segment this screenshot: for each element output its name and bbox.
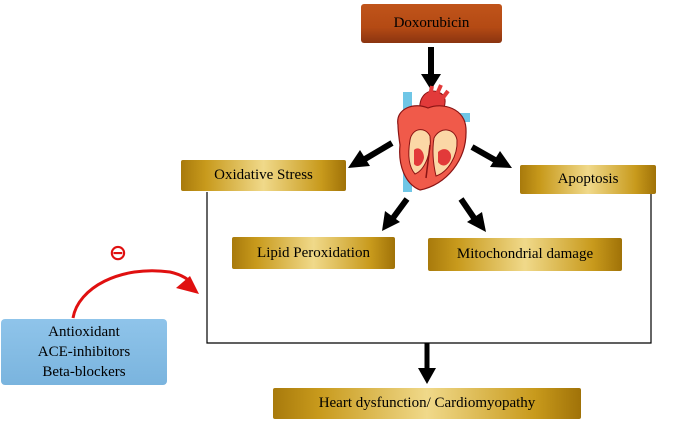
inhibition-arrow (71, 269, 199, 319)
node-lipid-peroxidation: Lipid Peroxidation (232, 237, 395, 269)
arrow-heart-to-oxidative-stress (348, 140, 394, 168)
node-heart-dysfunction: Heart dysfunction/ Cardiomyopathy (273, 388, 581, 419)
heart-icon (397, 84, 470, 192)
treatment-box: Antioxidant ACE-inhibitors Beta-blockers (1, 319, 167, 385)
inhibit-icon: ⊖ (107, 243, 129, 265)
node-oxidative-stress: Oxidative Stress (181, 160, 346, 191)
node-doxorubicin-label: Doxorubicin (393, 15, 470, 31)
node-heart-dysfunction-label: Heart dysfunction/ Cardiomyopathy (318, 395, 536, 411)
arrow-to-heart-dysfunction (418, 343, 436, 384)
arrow-heart-to-lipid-peroxidation (382, 197, 410, 231)
arrow-doxorubicin-to-heart (421, 47, 441, 90)
node-apoptosis-label: Apoptosis (557, 171, 619, 187)
treatment-item: Antioxidant (48, 324, 120, 340)
arrow-heart-to-mitochondrial-damage (458, 197, 486, 232)
treatment-item: Beta-blockers (42, 364, 126, 380)
inhibit-symbol: ⊖ (108, 241, 128, 266)
node-lipid-peroxidation-label: Lipid Peroxidation (257, 244, 370, 261)
treatment-item: ACE-inhibitors (37, 344, 131, 360)
node-apoptosis: Apoptosis (520, 165, 656, 194)
node-doxorubicin: Doxorubicin (361, 4, 502, 43)
arrow-heart-to-apoptosis (470, 144, 512, 168)
node-oxidative-stress-label: Oxidative Stress (214, 167, 313, 183)
node-mitochondrial-damage-label: Mitochondrial damage (456, 246, 594, 262)
node-mitochondrial-damage: Mitochondrial damage (428, 238, 622, 271)
